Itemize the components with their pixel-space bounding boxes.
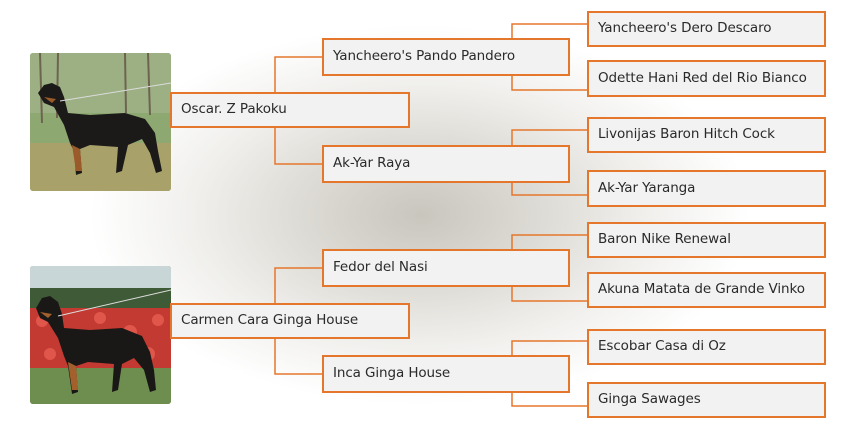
dam-sire-box: Fedor del Nasi — [322, 249, 570, 287]
dam-dam-sire-box: Escobar Casa di Oz — [587, 329, 826, 365]
dam-dam-sire-name: Escobar Casa di Oz — [598, 338, 726, 355]
dam-sire-dam-name: Akuna Matata de Grande Vinko — [598, 281, 805, 298]
dam-dam-dam-name: Ginga Sawages — [598, 391, 701, 408]
sire-sire-sire-box: Yancheero's Dero Descaro — [587, 11, 826, 47]
dam-sire-dam-box: Akuna Matata de Grande Vinko — [587, 272, 826, 308]
dam-name: Carmen Cara Ginga House — [181, 312, 359, 329]
sire-dam-sire-box: Livonijas Baron Hitch Cock — [587, 117, 826, 153]
sire-dam-name: Ak-Yar Raya — [333, 155, 411, 172]
dam-box: Carmen Cara Ginga House — [170, 303, 410, 339]
sire-dam-sire-name: Livonijas Baron Hitch Cock — [598, 126, 775, 143]
sire-box: Oscar. Z Pakoku — [170, 92, 410, 128]
dam-dam-name: Inca Ginga House — [333, 365, 451, 382]
dam-sire-sire-box: Baron Nike Renewal — [587, 222, 826, 258]
sire-sire-dam-box: Odette Hani Red del Rio Bianco — [587, 60, 826, 97]
sire-sire-dam-name: Odette Hani Red del Rio Bianco — [598, 69, 807, 86]
sire-sire-name: Yancheero's Pando Pandero — [333, 48, 516, 65]
sire-name: Oscar. Z Pakoku — [181, 101, 287, 118]
dam-photo — [30, 266, 171, 404]
sire-dam-box: Ak-Yar Raya — [322, 145, 570, 183]
sire-sire-box: Yancheero's Pando Pandero — [322, 38, 570, 76]
dog-silhouette-top — [38, 83, 162, 175]
dam-sire-name: Fedor del Nasi — [333, 259, 428, 276]
dam-dam-box: Inca Ginga House — [322, 355, 570, 393]
sire-photo — [30, 53, 171, 191]
sire-dam-dam-box: Ak-Yar Yaranga — [587, 170, 826, 207]
dog-silhouette-bottom — [36, 296, 156, 394]
sire-sire-sire-name: Yancheero's Dero Descaro — [598, 20, 772, 37]
dam-dam-dam-box: Ginga Sawages — [587, 382, 826, 418]
sire-dam-dam-name: Ak-Yar Yaranga — [598, 179, 696, 196]
dam-sire-sire-name: Baron Nike Renewal — [598, 231, 731, 248]
